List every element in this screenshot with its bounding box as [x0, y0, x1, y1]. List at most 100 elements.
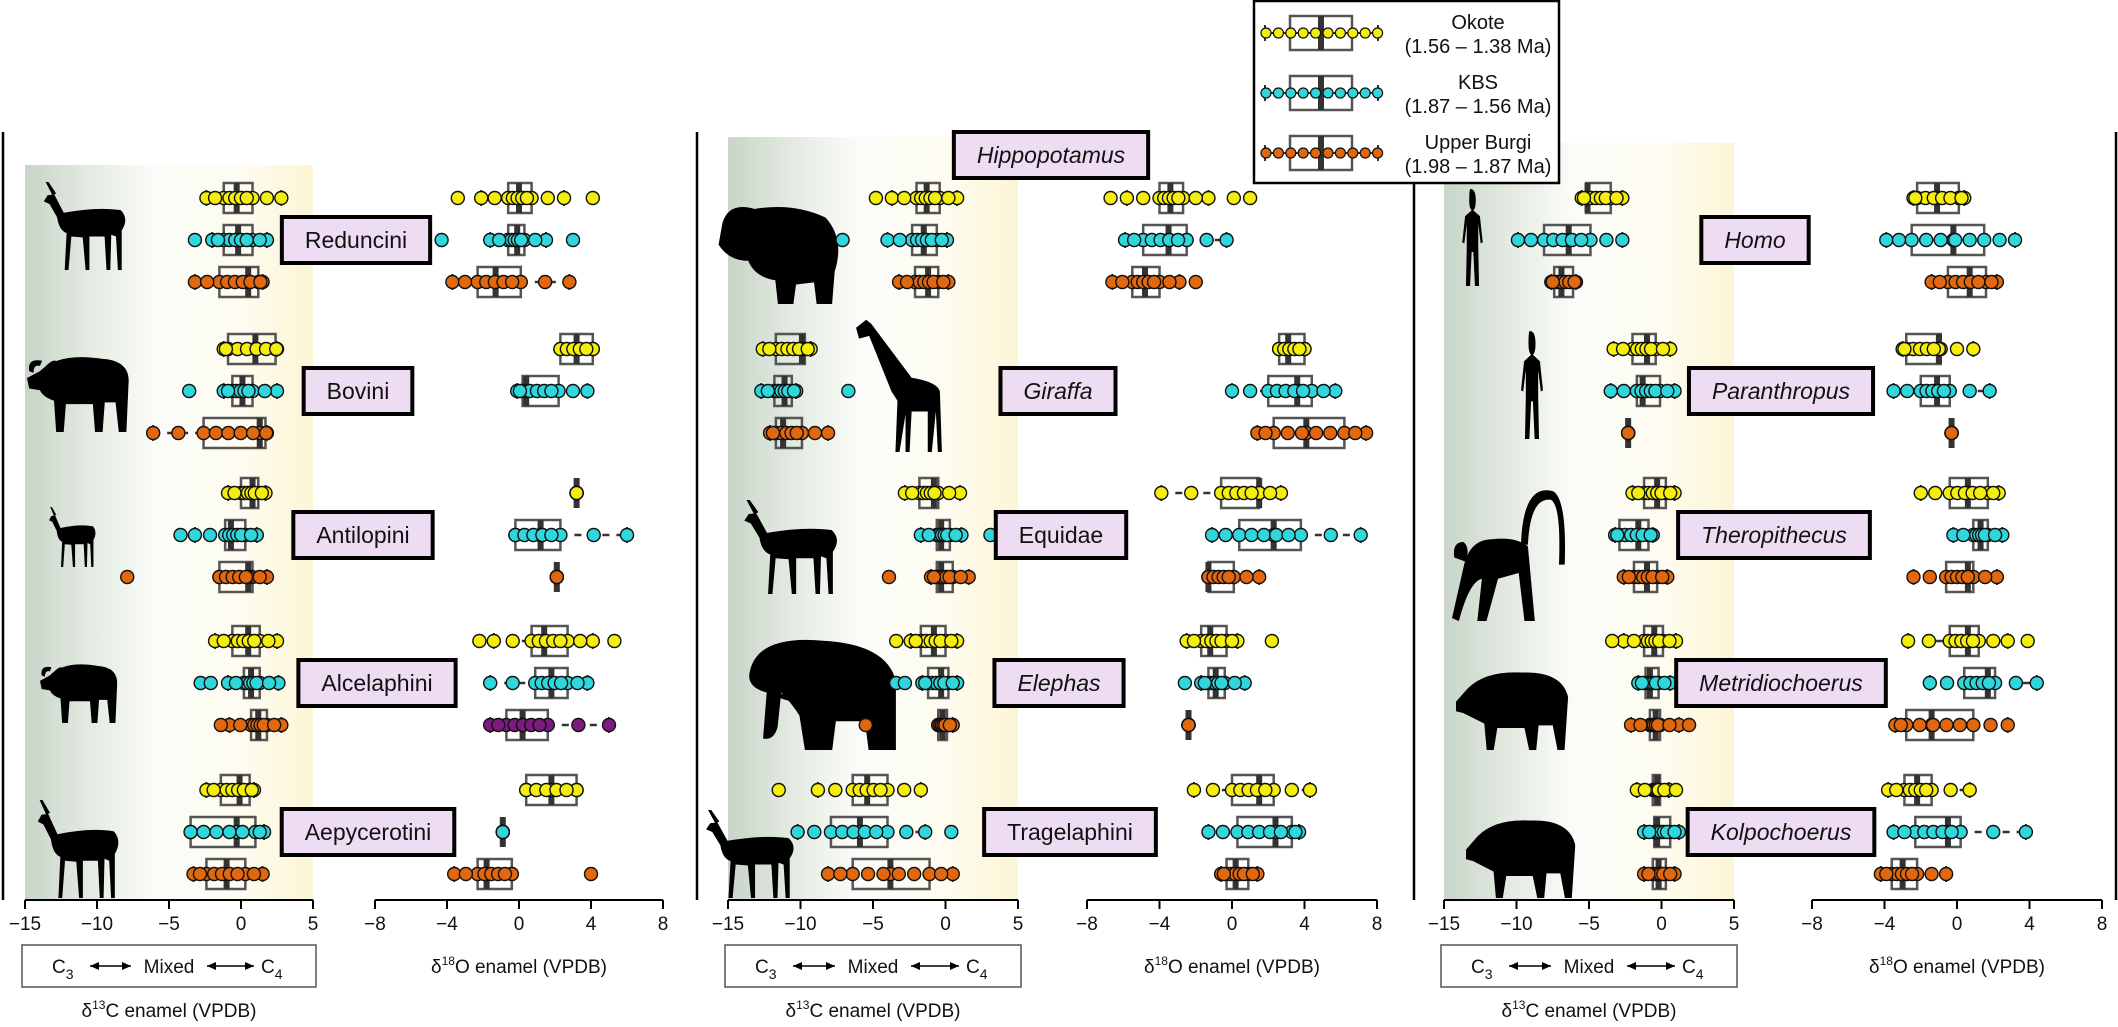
- d18o-box-upper_burgi: [1944, 418, 1959, 448]
- data-point: [249, 675, 264, 691]
- data-point: [259, 190, 275, 206]
- d18o-box-upper_burgi: [549, 562, 564, 592]
- data-point: [252, 824, 267, 840]
- legend-point: [1297, 27, 1309, 39]
- data-point: [1205, 782, 1221, 798]
- data-point: [565, 383, 581, 399]
- data-point: [1224, 383, 1240, 399]
- tick-label: −10: [1500, 914, 1532, 935]
- data-point: [1631, 485, 1646, 501]
- data-point: [1637, 782, 1653, 798]
- data-point: [1353, 527, 1368, 543]
- taxon-label: Theropithecus: [1676, 510, 1872, 560]
- taxon-label-box: [992, 658, 1126, 708]
- data-point: [858, 717, 873, 733]
- taxon-label: Aepycerotini: [279, 807, 457, 857]
- d18o-box-okote: [1900, 624, 2035, 658]
- data-point: [1227, 675, 1242, 691]
- data-point: [244, 782, 260, 798]
- data-point: [765, 425, 781, 441]
- data-point: [187, 527, 203, 543]
- data-point: [1609, 190, 1624, 206]
- data-point: [873, 782, 888, 798]
- data-point: [239, 232, 254, 248]
- d13c-box-upper_burgi: [891, 265, 956, 299]
- d18o-box-okote: [1186, 773, 1318, 807]
- data-point: [1987, 527, 2003, 543]
- data-point: [1184, 485, 1199, 501]
- data-point: [269, 383, 285, 399]
- d13c-box-upper_burgi: [881, 560, 976, 594]
- data-point: [897, 675, 913, 691]
- d18o-box-upper_burgi: [1181, 710, 1196, 740]
- data-point: [906, 866, 922, 882]
- data-point: [246, 866, 262, 882]
- data-point: [601, 717, 617, 733]
- data-point: [120, 569, 135, 585]
- d13c-box-okote: [220, 476, 273, 510]
- data-point: [1214, 675, 1229, 691]
- data-point: [1925, 717, 1941, 733]
- data-point: [1573, 232, 1589, 248]
- data-point: [1162, 274, 1177, 290]
- d18o-box-upper_burgi: [447, 857, 599, 891]
- taxon-label: Alcelaphini: [296, 658, 458, 708]
- data-point: [1660, 383, 1675, 399]
- data-point: [243, 527, 259, 543]
- data-point: [450, 190, 465, 206]
- data-point: [1986, 824, 2001, 840]
- data-point: [899, 274, 915, 290]
- data-point: [1294, 425, 1310, 441]
- legend-point: [1334, 87, 1347, 99]
- data-point: [945, 675, 960, 691]
- data-point: [1681, 717, 1697, 733]
- data-point: [1900, 633, 1916, 649]
- d18o-box-kbs: [1886, 374, 1997, 408]
- tick-label: −10: [81, 914, 113, 935]
- d18o-axis-title: δ18O enamel (VPDB): [1869, 954, 2045, 978]
- elephant-silhouette-icon: [749, 639, 896, 750]
- tick-label: 5: [1013, 914, 1024, 935]
- data-point: [1615, 341, 1631, 357]
- data-point: [1280, 425, 1296, 441]
- data-point: [1949, 341, 1965, 357]
- data-point: [220, 383, 236, 399]
- tick-label: 8: [658, 914, 669, 935]
- d13c-box-upper_burgi: [213, 708, 289, 742]
- data-point: [918, 824, 933, 840]
- data-point: [2000, 717, 2015, 733]
- taxon-giraffa: Giraffa: [754, 319, 1374, 452]
- taxon-label-box: [998, 366, 1118, 416]
- data-point: [1966, 717, 1981, 733]
- data-point: [1599, 232, 1614, 248]
- data-point: [218, 341, 234, 357]
- antelope-silhouette-icon: [43, 182, 126, 270]
- mixed-label: Mixed: [1564, 957, 1615, 978]
- d13c-box-kbs: [1510, 223, 1630, 257]
- data-point: [934, 232, 950, 248]
- data-point: [1938, 866, 1954, 882]
- data-point: [868, 190, 884, 206]
- data-point: [936, 274, 951, 290]
- legend-point: [1359, 147, 1371, 159]
- data-point: [927, 485, 942, 501]
- c3-label: C3: [52, 957, 74, 982]
- gazelle-silhouette-icon: [49, 507, 96, 567]
- data-point: [1926, 341, 1942, 357]
- data-point: [1146, 274, 1162, 290]
- c4-label: C4: [1682, 957, 1704, 982]
- hominin-silhouette-icon: [1462, 189, 1483, 286]
- data-point: [918, 675, 933, 691]
- data-point: [181, 383, 197, 399]
- data-point: [196, 824, 211, 840]
- double-arrow-icon: [90, 962, 131, 970]
- tick-label: 8: [2097, 914, 2108, 935]
- taxon-name: Kolpochoerus: [1711, 819, 1852, 845]
- legend-point: [1359, 27, 1371, 39]
- taxon-label: Metridiochoerus: [1674, 658, 1888, 708]
- data-point: [222, 824, 237, 840]
- taxon-name: Bovini: [327, 378, 390, 404]
- data-point: [553, 675, 569, 691]
- data-point: [1218, 527, 1233, 543]
